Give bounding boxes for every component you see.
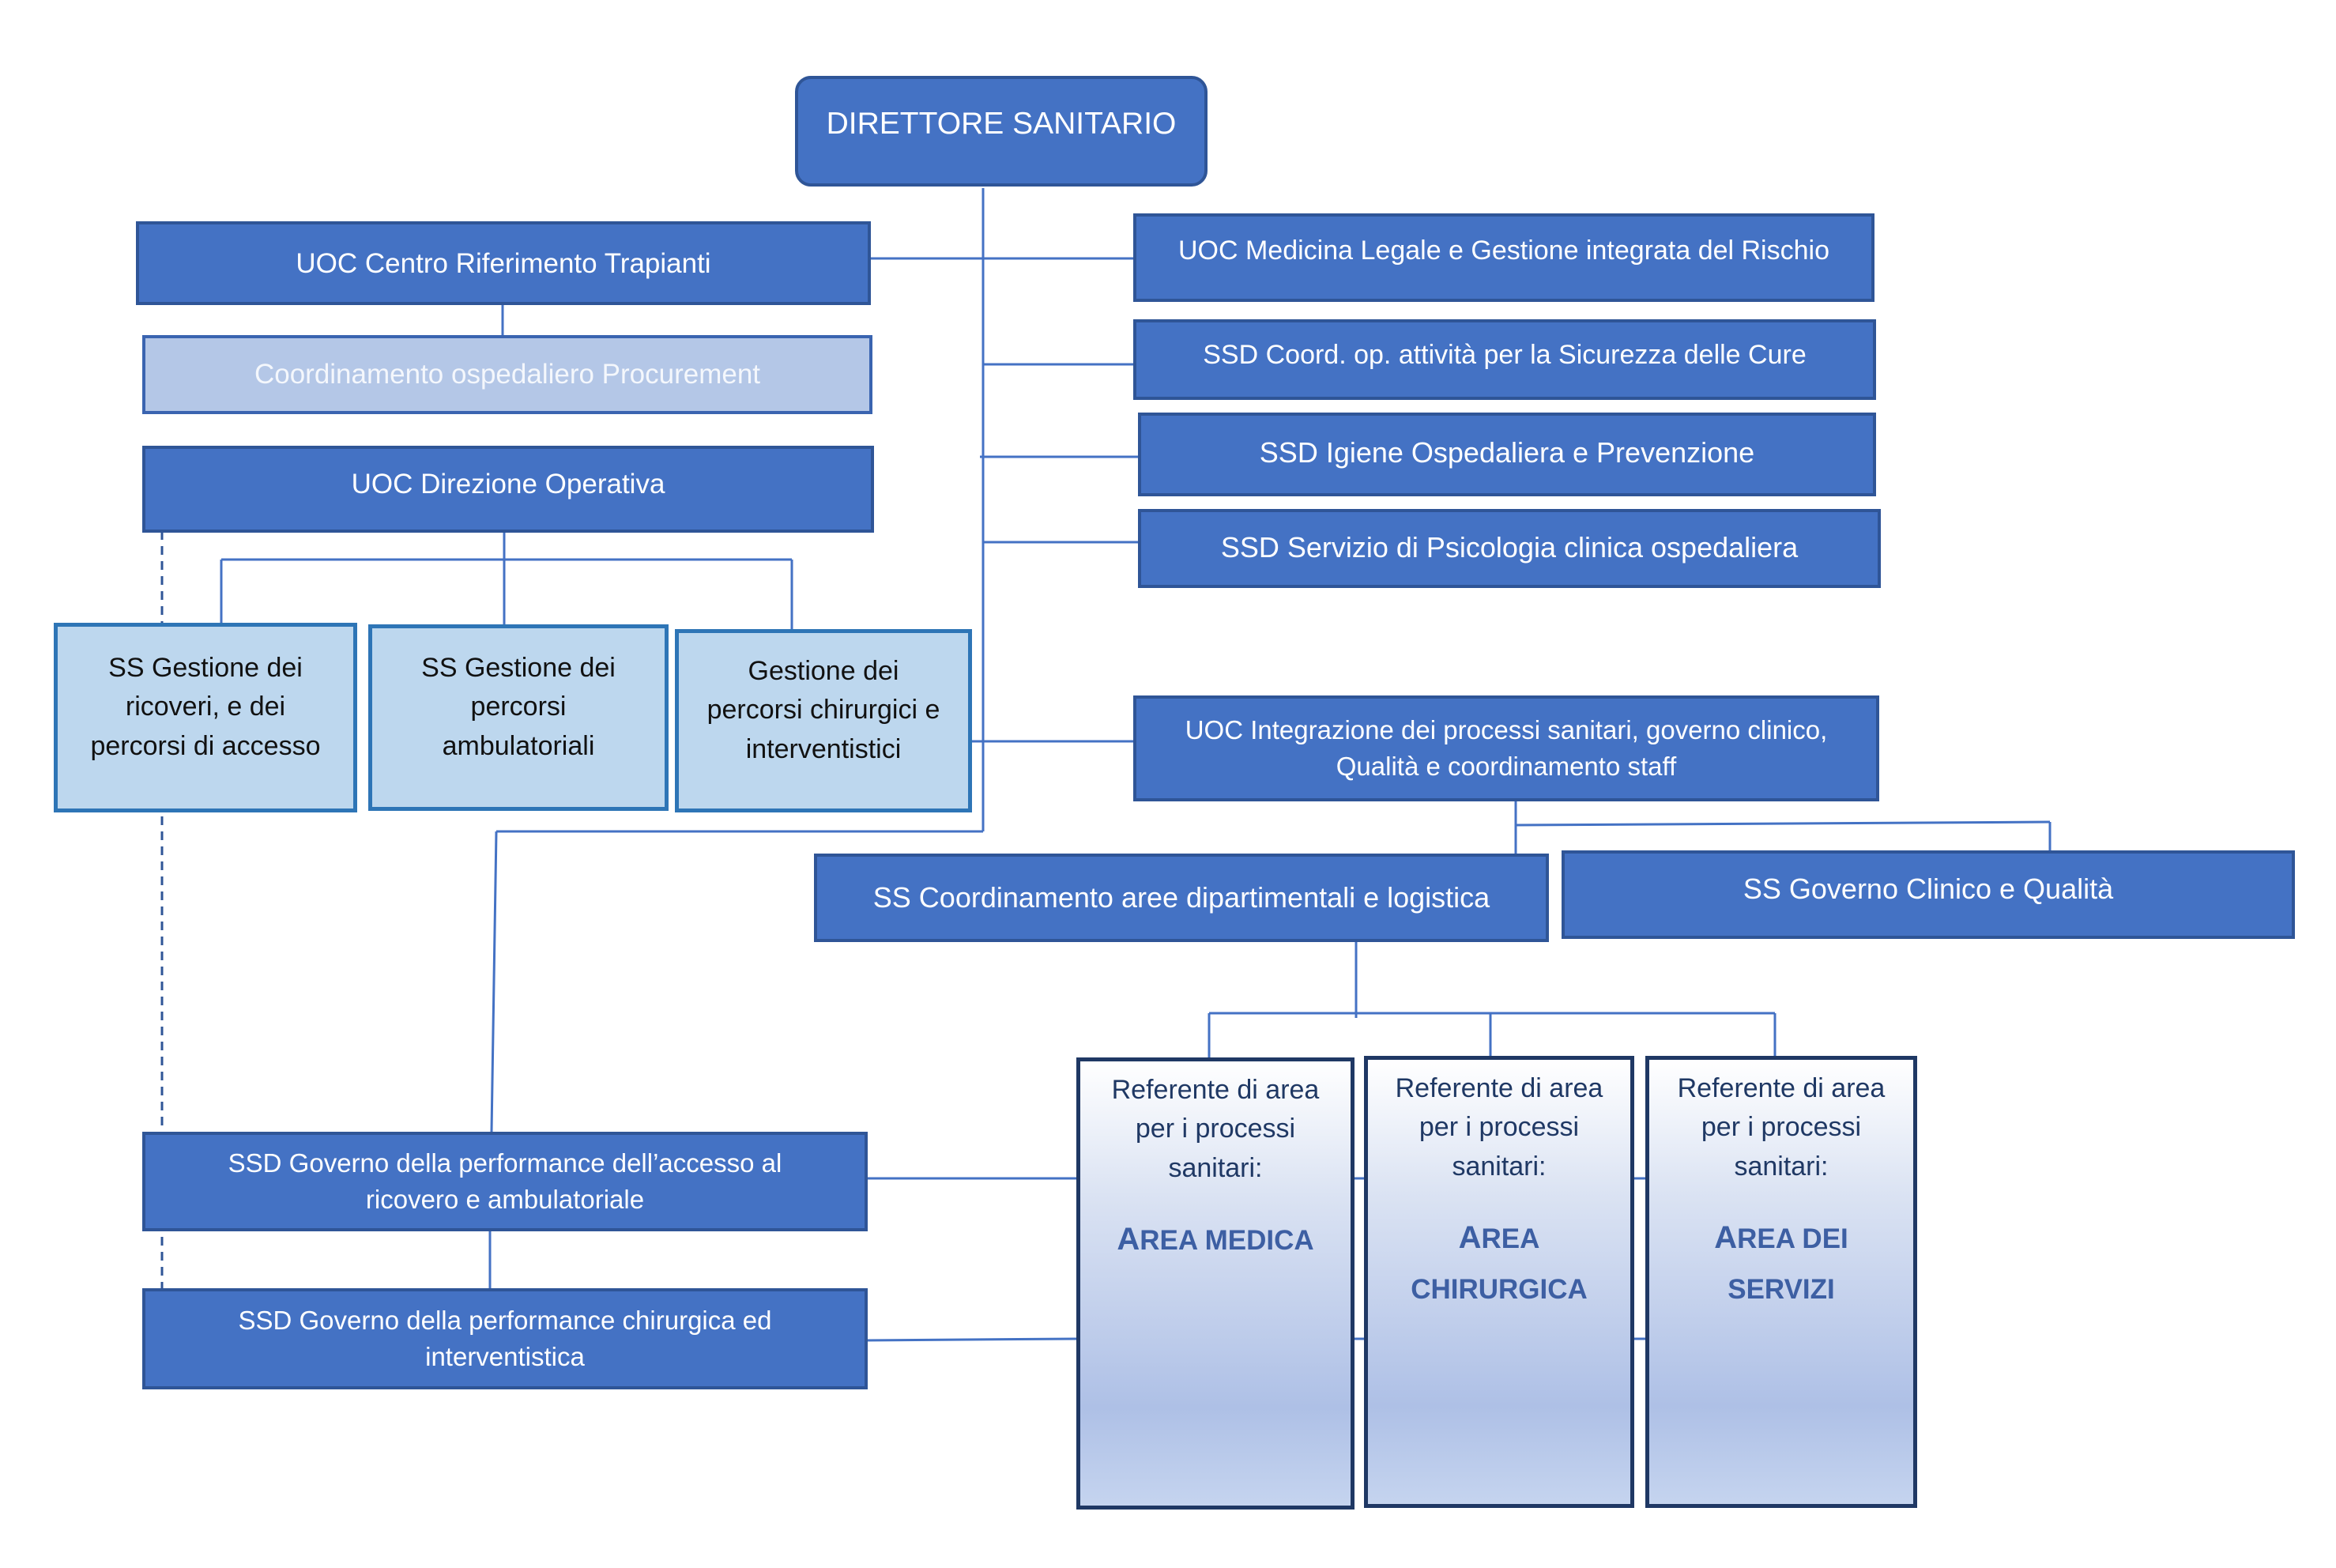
igiene-box: SSD Igiene Ospedaliera e Prevenzione	[1138, 413, 1876, 496]
gestione-chirurgici-line-2: percorsi chirurgici e	[706, 695, 940, 726]
psicologia-box: SSD Servizio di Psicologia clinica osped…	[1138, 509, 1881, 588]
referente-area-servizi-box: Referente di area per i processi sanitar…	[1645, 1056, 1917, 1508]
ss-gestione-ambulatoriali-line-2: percorsi	[470, 692, 567, 722]
referente-area-medica-box: Referente di area per i processi sanitar…	[1076, 1057, 1355, 1510]
trapianti-box: UOC Centro Riferimento Trapianti	[136, 221, 871, 305]
ss-gestione-ricoveri-line-3: percorsi di accesso	[90, 730, 321, 761]
area-servizi-rest-1: REA DEI	[1737, 1223, 1848, 1254]
ss-gestione-ricoveri-line-2: ricoveri, e dei	[125, 692, 286, 722]
referente-area-chirurgica-box: Referente di area per i processi sanitar…	[1364, 1056, 1634, 1508]
direttore-sanitario-box: DIRETTORE SANITARIO	[795, 76, 1208, 187]
area-chirurgica-label: AREA CHIRURGICA	[1400, 1210, 1599, 1314]
referente-servizi-intro-2: per i processi	[1701, 1112, 1862, 1143]
gestione-chirurgici-line-3: interventistici	[745, 733, 902, 764]
gestione-chirurgici-box: Gestione dei percorsi chirurgici e inter…	[675, 629, 972, 812]
ss-gestione-ricoveri-box: SS Gestione dei ricoveri, e dei percorsi…	[54, 623, 357, 812]
area-chirurgica-initial: A	[1458, 1219, 1482, 1255]
integrazione-line-1: UOC Integrazione dei processi sanitari, …	[1185, 714, 1828, 744]
performance-chirurgica-line	[864, 1337, 1077, 1342]
coordinamento-aree-box: SS Coordinamento aree dipartimentali e l…	[814, 854, 1549, 942]
governo-clinico-box: SS Governo Clinico e Qualità	[1562, 850, 2295, 939]
gestione-chirurgici-line-1: Gestione dei	[748, 656, 899, 686]
area-servizi-rest-2: SERVIZI	[1728, 1273, 1835, 1305]
referente-medica-intro-3: sanitari:	[1168, 1152, 1263, 1183]
referente-chirurgica-intro-1: Referente di area	[1395, 1073, 1603, 1103]
sicurezza-cure-box: SSD Coord. op. attività per la Sicurezza…	[1133, 319, 1876, 400]
performance-chirurgica-line-1: SSD Governo della performance chirurgica…	[238, 1305, 772, 1335]
performance-chirurgica-box: SSD Governo della performance chirurgica…	[142, 1288, 868, 1389]
integrazione-line-2: Qualità e coordinamento staff	[1336, 752, 1677, 781]
ss-gestione-ambulatoriali-box: SS Gestione dei percorsi ambulatoriali	[368, 624, 669, 811]
medicina-legale-label: UOC Medicina Legale e Gestione integrata…	[1177, 236, 1829, 266]
performance-chirurgica-line-2: interventistica	[425, 1342, 585, 1371]
governo-clinico-label: SS Governo Clinico e Qualità	[1743, 873, 2114, 905]
procurement-label: Coordinamento ospedaliero Procurement	[254, 359, 761, 390]
area-medica-label: AREA MEDICA	[1106, 1212, 1324, 1267]
referente-chirurgica-intro-2: per i processi	[1419, 1112, 1580, 1143]
psicologia-label: SSD Servizio di Psicologia clinica osped…	[1220, 531, 1799, 564]
referente-medica-intro-1: Referente di area	[1111, 1075, 1320, 1105]
coordinamento-aree-label: SS Coordinamento aree dipartimentali e l…	[872, 880, 1490, 914]
area-chirurgica-rest-1: REA	[1481, 1223, 1540, 1254]
area-servizi-initial: A	[1714, 1219, 1738, 1255]
area-medica-initial: A	[1117, 1221, 1140, 1257]
sicurezza-cure-label: SSD Coord. op. attività per la Sicurezza…	[1203, 340, 1807, 370]
procurement-box: Coordinamento ospedaliero Procurement	[142, 335, 872, 414]
area-medica-rest: REA MEDICA	[1140, 1224, 1314, 1256]
performance-accesso-line-1: SSD Governo della performance dell’acces…	[228, 1148, 782, 1178]
direzione-operativa-label: UOC Direzione Operativa	[351, 469, 665, 499]
medicina-legale-box: UOC Medicina Legale e Gestione integrata…	[1133, 213, 1874, 302]
integrazione-box: UOC Integrazione dei processi sanitari, …	[1133, 695, 1879, 801]
performance-accesso-box: SSD Governo della performance dell’acces…	[142, 1132, 868, 1231]
direttore-sanitario-label: DIRETTORE SANITARIO	[826, 107, 1177, 141]
performance-accesso-line-2: ricovero e ambulatoriale	[365, 1185, 645, 1214]
ss-gestione-ambulatoriali-line-1: SS Gestione dei	[421, 653, 616, 683]
referente-medica-intro-2: per i processi	[1135, 1114, 1296, 1144]
referente-chirurgica-intro-3: sanitari:	[1452, 1151, 1547, 1182]
ss-gestione-ambulatoriali-line-3: ambulatoriali	[442, 730, 595, 761]
direzione-operativa-box: UOC Direzione Operativa	[142, 446, 874, 533]
referente-servizi-intro-1: Referente di area	[1677, 1073, 1886, 1103]
igiene-label: SSD Igiene Ospedaliera e Prevenzione	[1259, 436, 1755, 469]
integrazione-bus-line	[1515, 820, 2051, 827]
referente-servizi-intro-3: sanitari:	[1734, 1151, 1829, 1182]
ss-gestione-ricoveri-line-1: SS Gestione dei	[108, 653, 303, 683]
area-chirurgica-rest-2: CHIRURGICA	[1411, 1273, 1588, 1305]
trapianti-label: UOC Centro Riferimento Trapianti	[296, 247, 711, 279]
trunk-to-performance-line	[490, 831, 498, 1133]
area-servizi-label: AREA DEI SERVIZI	[1703, 1210, 1859, 1314]
